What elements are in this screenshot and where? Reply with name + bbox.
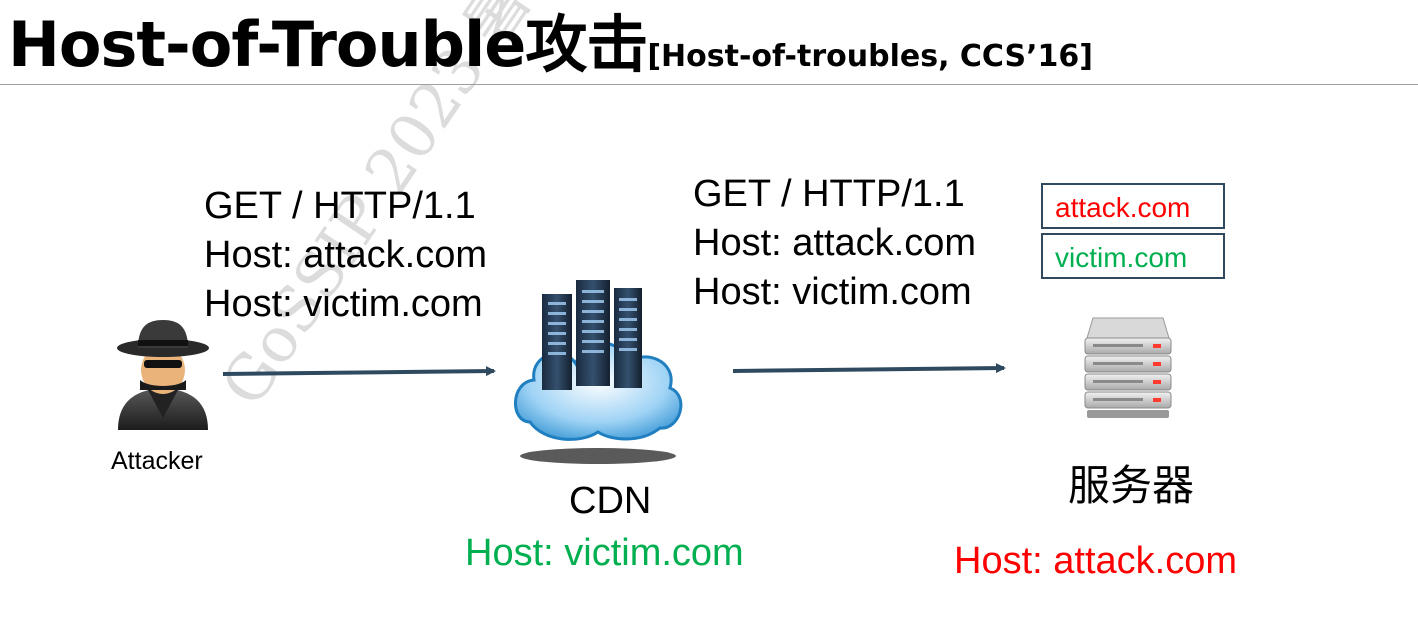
slide-title: Host-of-Trouble攻击[Host-of-troubles, CCS’… [8, 6, 1093, 96]
cdn-label: CDN [569, 480, 652, 522]
cdn-server-cloud-icon [514, 280, 683, 464]
server-host-value: Host: attack.com [954, 540, 1237, 582]
host-box-victim: victim.com [1041, 233, 1225, 279]
server-label: 服务器 [1068, 461, 1195, 510]
attacker-request: GET / HTTP/1.1 Host: attack.com Host: vi… [204, 182, 487, 329]
host-header-victim: Host: victim.com [693, 271, 972, 313]
title-divider [0, 84, 1418, 85]
host-box-attack: attack.com [1041, 183, 1225, 229]
host-header-attack: Host: attack.com [693, 222, 976, 264]
cdn-forwarded-request: GET / HTTP/1.1 Host: attack.com Host: vi… [693, 170, 976, 317]
attacker-icon [117, 320, 209, 430]
host-header-victim: Host: victim.com [204, 283, 483, 325]
arrow-attacker-to-cdn [222, 366, 496, 377]
cdn-host-value: Host: victim.com [465, 532, 744, 574]
attacker-label: Attacker [111, 447, 203, 475]
request-line: GET / HTTP/1.1 [204, 185, 476, 227]
request-line: GET / HTTP/1.1 [693, 173, 965, 215]
host-header-attack: Host: attack.com [204, 234, 487, 276]
title-main-text: Host-of-Trouble攻击 [8, 8, 648, 81]
title-citation: [Host-of-troubles, CCS’16] [647, 39, 1093, 74]
server-icon [1084, 317, 1172, 418]
arrow-cdn-to-server [732, 363, 1006, 374]
